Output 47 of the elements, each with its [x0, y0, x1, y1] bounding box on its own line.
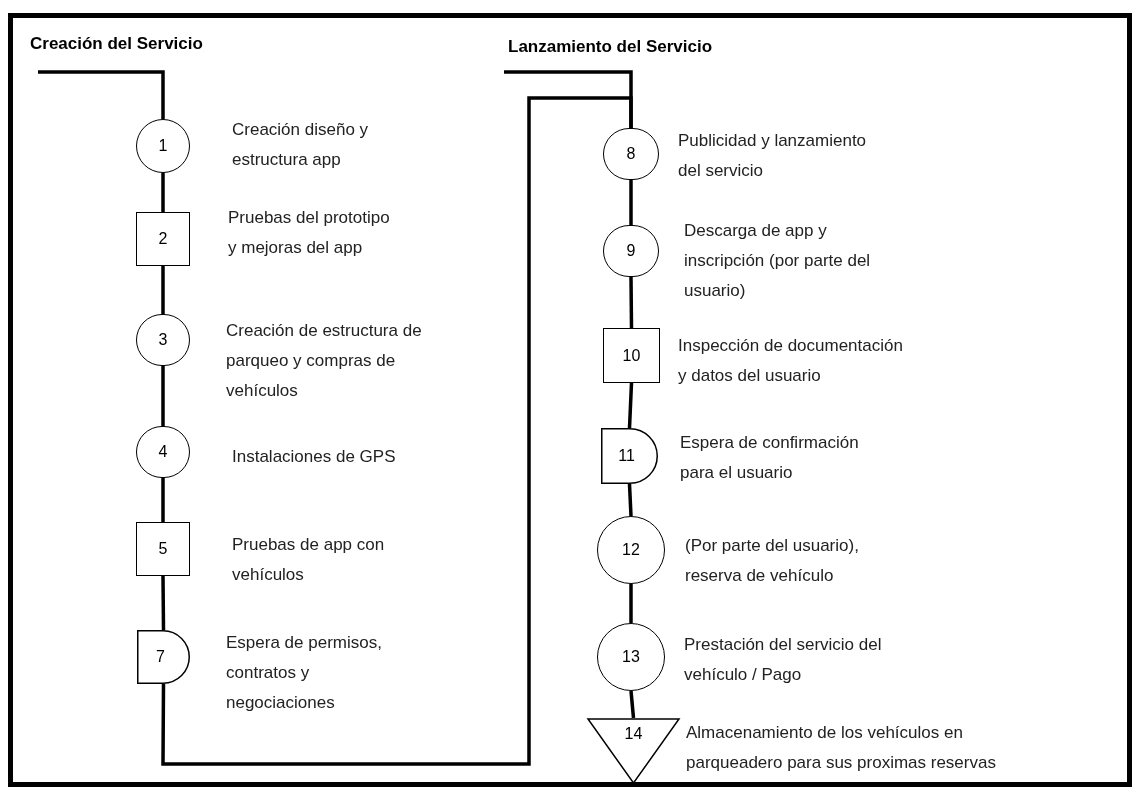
step-description: (Por parte del usuario), reserva de vehículo — [685, 535, 860, 587]
flow-line — [629, 690, 636, 719]
flow-line — [161, 173, 165, 212]
section-heading: Creación del Servicio — [30, 33, 203, 55]
step-description: Inspección de documentación y datos del usuario — [678, 335, 904, 387]
step-description: Publicidad y lanzamiento del servicio — [678, 130, 868, 182]
flow-line — [629, 277, 634, 328]
step-number: 10 — [622, 345, 641, 366]
step-description: Espera de confirmación para el usuario — [680, 432, 860, 484]
step-number: 8 — [626, 144, 636, 164]
flow-line — [161, 366, 165, 426]
step-number: 2 — [158, 229, 168, 249]
delay-symbol — [601, 428, 658, 484]
flow-line — [161, 576, 166, 630]
section-heading: Lanzamiento del Servicio — [508, 36, 713, 58]
flow-line — [629, 180, 633, 225]
inspection-square — [603, 328, 660, 383]
step-number: 12 — [622, 540, 640, 560]
step-description: Descarga de app y inscripción (por parte del usuario) — [684, 220, 872, 302]
flow-line — [504, 70, 633, 128]
step-number: 5 — [158, 539, 168, 559]
flow-line — [627, 483, 633, 517]
inspection-square — [136, 522, 190, 576]
step-description: Creación diseño y estructura app — [232, 119, 370, 171]
storage-triangle — [587, 718, 680, 784]
step-description: Prestación del servicio del vehículo / Pago — [684, 634, 883, 686]
delay-symbol — [137, 630, 190, 684]
inspection-square — [136, 212, 190, 266]
step-description: Espera de permisos, contratos y negociaciones — [226, 632, 383, 714]
step-description: Creación de estructura de parqueo y compras de vehículos — [226, 320, 423, 402]
step-number: 3 — [158, 330, 168, 350]
step-number: 9 — [626, 241, 636, 261]
flow-line — [38, 70, 165, 119]
step-number: 14 — [624, 724, 643, 744]
flow-line — [627, 382, 634, 429]
step-number: 4 — [158, 442, 168, 462]
step-number: 1 — [158, 136, 168, 156]
step-number: 7 — [156, 647, 165, 667]
step-description: Instalaciones de GPS — [232, 446, 397, 468]
flow-line — [161, 266, 165, 314]
flow-line — [161, 478, 165, 522]
step-description: Almacenamiento de los vehículos en parqueadero para sus proximas reservas — [686, 722, 997, 774]
step-number: 11 — [618, 446, 635, 466]
step-description: Pruebas del prototipo y mejoras del app — [228, 207, 391, 259]
step-number: 13 — [622, 647, 640, 667]
flow-line — [629, 584, 633, 623]
step-description: Pruebas de app con vehículos — [232, 534, 386, 586]
